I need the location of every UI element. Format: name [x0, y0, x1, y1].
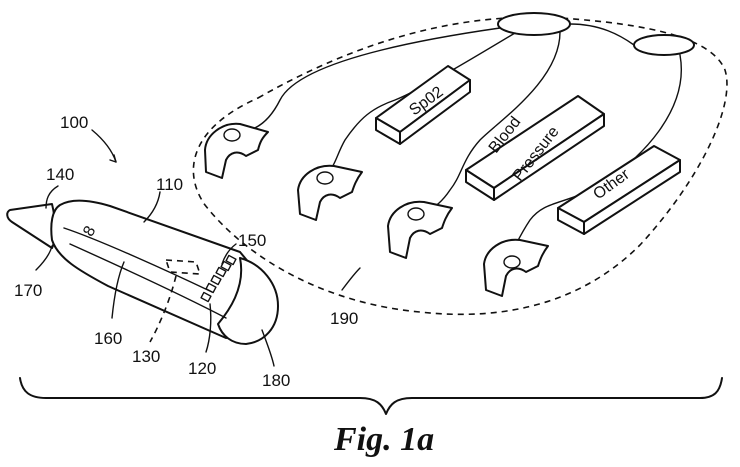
ref-100: 100	[60, 113, 88, 132]
thermometer-device: 8	[7, 201, 278, 344]
top-connector-oval-1	[498, 13, 570, 35]
figure-brace	[20, 378, 722, 414]
ref-190: 190	[330, 309, 358, 328]
cable-hub-link	[570, 24, 634, 45]
sensor-clip-4	[484, 240, 548, 296]
figure-caption: Fig. 1a	[333, 421, 434, 458]
module-spo2: Sp02	[376, 66, 470, 144]
probe-tip-140	[7, 204, 55, 248]
ref-180: 180	[262, 371, 290, 390]
ref-110: 110	[156, 175, 183, 194]
sensor-clip-3	[388, 202, 452, 258]
ref-170: 170	[14, 281, 42, 300]
ref-160: 160	[94, 329, 122, 348]
ref-150: 150	[238, 231, 266, 250]
sensor-clip-1	[205, 124, 268, 178]
ref-140: 140	[46, 165, 74, 184]
top-connector-oval-2	[634, 35, 694, 55]
ref-130: 130	[132, 347, 160, 366]
sensor-clip-2	[298, 166, 362, 220]
module-blood-pressure: Blood Pressure	[466, 96, 604, 200]
ref-120: 120	[188, 359, 216, 378]
